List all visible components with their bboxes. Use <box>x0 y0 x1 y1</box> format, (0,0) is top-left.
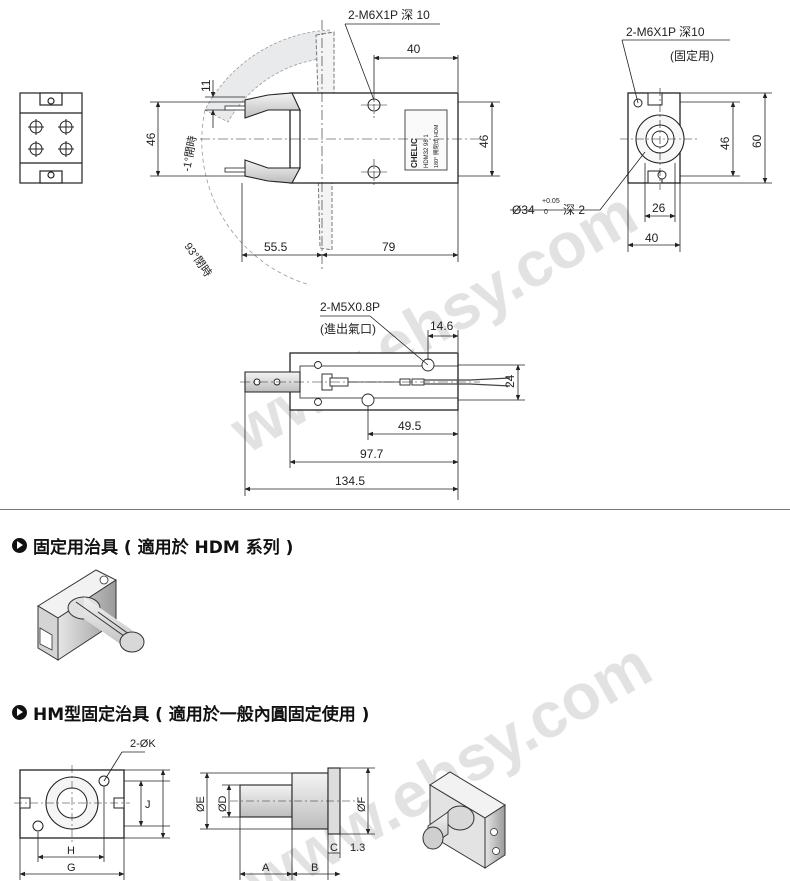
dim-right-46: 46 <box>477 134 491 148</box>
hm-label-a: A <box>262 862 270 874</box>
product-label-model: HDM32 98 1 <box>424 134 430 168</box>
play-bullet-icon <box>12 705 27 720</box>
callout-top-thread: 2-M6X1P 深 10 <box>348 8 430 22</box>
bottom-dim-49-5: 49.5 <box>398 419 422 433</box>
product-label-type: 180° 開閉式 HDM <box>432 124 440 168</box>
hm-label-f: ØF <box>356 796 368 812</box>
angle-close: 93°閉時 <box>182 240 215 279</box>
side-dim-26: 26 <box>652 201 666 215</box>
watermark: www.ehsy.com www.ehsy.com <box>218 177 663 881</box>
main-view: CHELIC HDM32 98 1 180° 開閉式 HDM <box>144 8 500 286</box>
hm-fixture-side: ØE ØD ØF C 1.3 A B <box>195 767 375 880</box>
section-heading-text: 固定用治具 ( 適用於 HDM 系列 ) <box>33 538 294 558</box>
dim-top-40: 40 <box>407 42 421 56</box>
hm-label-j: J <box>145 799 151 811</box>
dim-55-5: 55.5 <box>264 240 288 254</box>
hm-fixture-front: 2-ØK J H G <box>14 738 170 880</box>
upper-finger <box>244 92 301 119</box>
side-view: 2-M6X1P 深10 (固定用) 46 60 26 40 Ø34 +0.05 … <box>510 25 772 252</box>
end-view <box>19 92 83 184</box>
bottom-callout-thread: 2-M5X0.8P <box>320 300 380 314</box>
lower-finger <box>244 159 301 184</box>
section-heading-text: HM型固定治具 ( 適用於一般內圓固定使用 ) <box>33 705 370 725</box>
bore-tol-lower: 0 <box>544 209 548 216</box>
bottom-view: 2-M5X0.8P (進出氣口) 14.6 24 49.5 97.7 134.5 <box>240 300 525 500</box>
side-callout-thread: 2-M6X1P 深10 <box>626 25 705 39</box>
side-dim-60: 60 <box>750 134 764 148</box>
hm-label-b: B <box>311 862 318 874</box>
play-bullet-icon <box>12 538 27 553</box>
dim-left-46: 46 <box>144 132 158 146</box>
side-callout-note: (固定用) <box>670 48 714 63</box>
hm-label-c-val: 1.3 <box>350 842 365 854</box>
hm-label-g: G <box>67 862 76 874</box>
bore-diameter: Ø34 <box>512 203 535 217</box>
dim-11: 11 <box>199 79 213 92</box>
section-heading-hdm-fixture: 固定用治具 ( 適用於 HDM 系列 ) <box>12 533 293 558</box>
angle-open: -1°開時 <box>180 135 199 173</box>
product-label-plate <box>404 109 448 171</box>
bore-depth: 深 2 <box>563 203 585 217</box>
hm-label-h: H <box>67 845 75 857</box>
hm-label-k: 2-ØK <box>130 738 156 750</box>
bottom-dim-24: 24 <box>503 374 517 388</box>
hm-label-d: ØD <box>217 795 229 812</box>
hm-label-c: C <box>330 842 338 854</box>
hm-fixture-3d <box>422 771 506 869</box>
section-heading-hm-fixture: HM型固定治具 ( 適用於一般內圓固定使用 ) <box>12 700 369 725</box>
bottom-dim-134-5: 134.5 <box>335 474 365 488</box>
bottom-callout-note: (進出氣口) <box>320 322 376 336</box>
hdm-fixture-3d <box>37 569 145 661</box>
hm-label-e: ØE <box>195 796 207 812</box>
dim-79: 79 <box>382 240 396 254</box>
bore-tol-upper: +0.05 <box>542 198 560 205</box>
section-divider <box>0 509 790 510</box>
bottom-dim-97-7: 97.7 <box>360 447 384 461</box>
bottom-dim-14-6: 14.6 <box>430 319 454 333</box>
side-dim-40: 40 <box>645 231 659 245</box>
side-dim-46: 46 <box>718 136 732 150</box>
product-label-brand: CHELIC <box>410 138 419 168</box>
